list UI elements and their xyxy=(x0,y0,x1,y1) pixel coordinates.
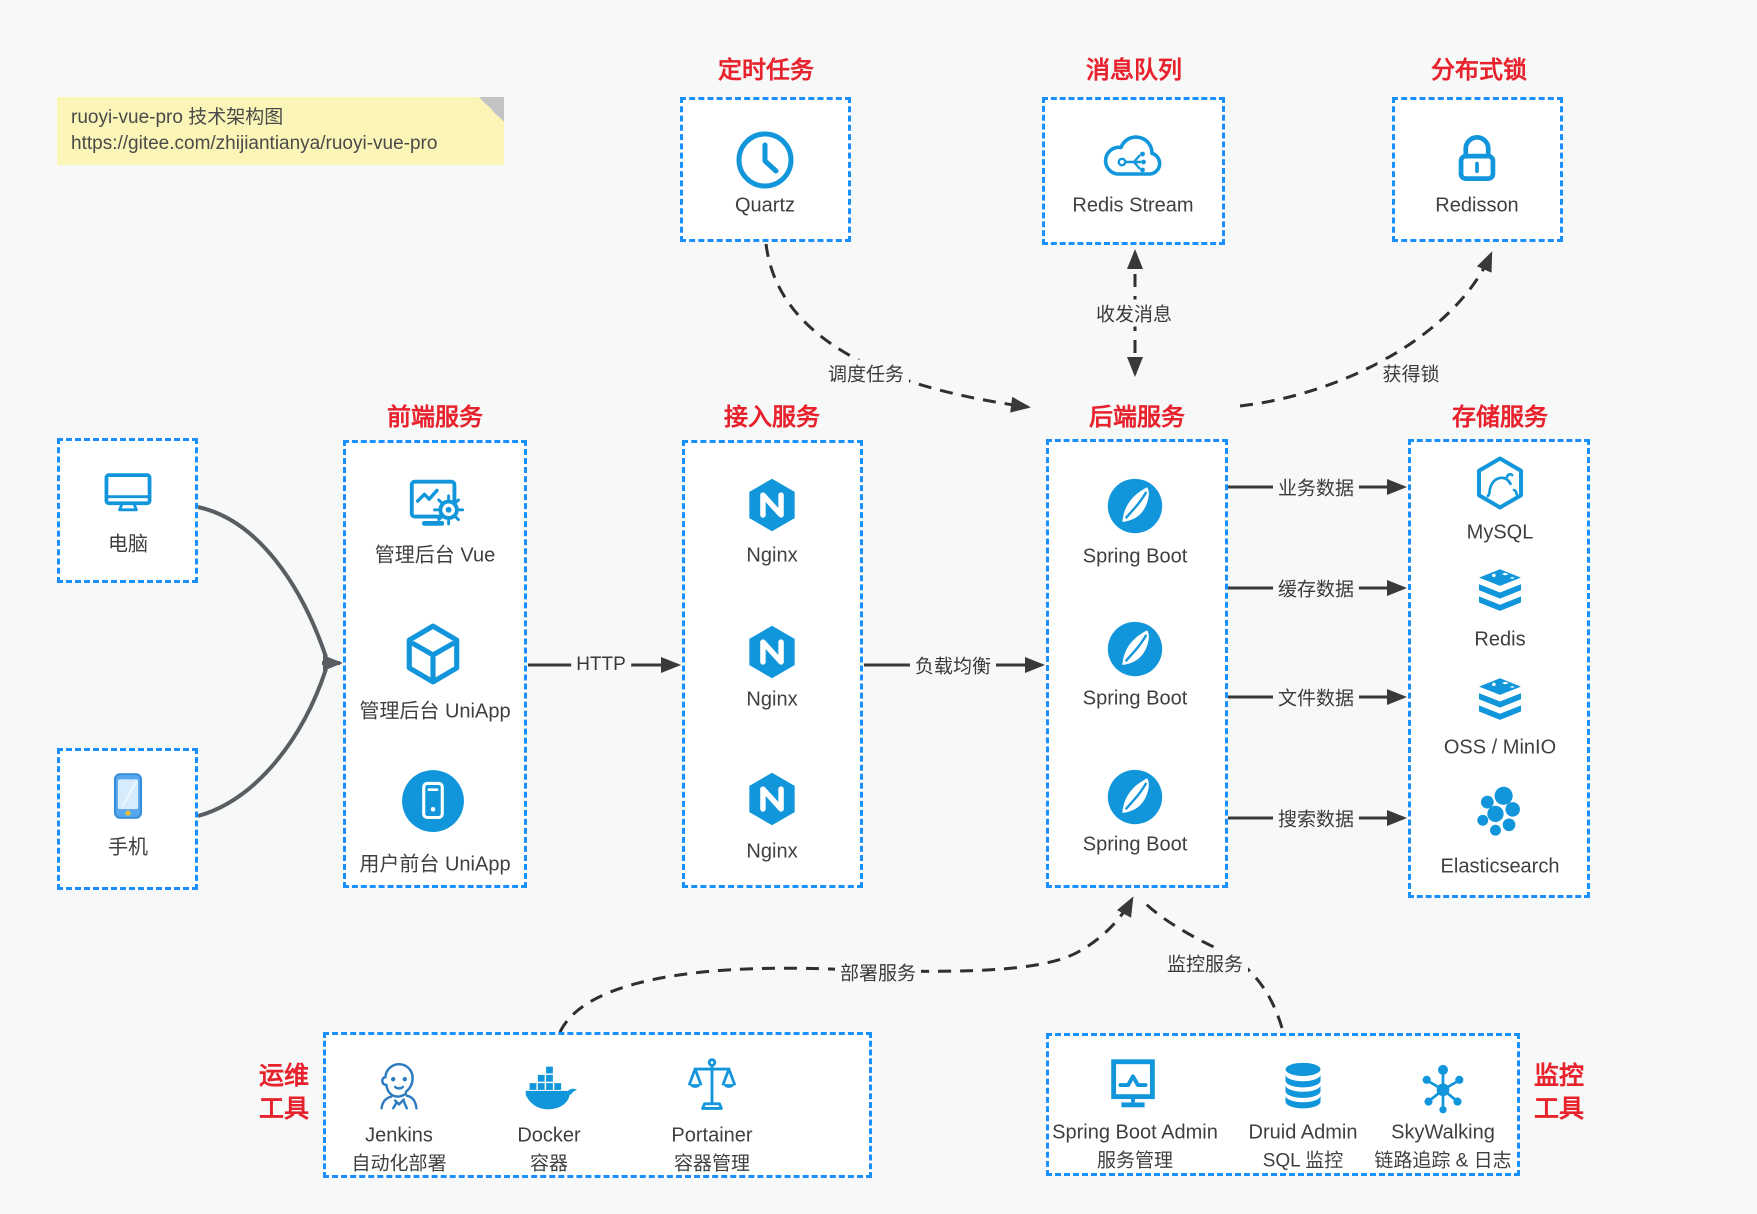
edge-label-load-balance: 负载均衡 xyxy=(909,651,997,679)
storage-item-label: Redis xyxy=(1474,628,1526,651)
edge-label-get-lock: 获得锁 xyxy=(1377,359,1445,387)
admin-vue-icon xyxy=(405,473,467,535)
storage-item-label: Elasticsearch xyxy=(1440,855,1560,878)
note-url: https://gitee.com/zhijiantianya/ruoyi-vu… xyxy=(71,133,438,154)
ops-item-name: Jenkins xyxy=(365,1124,433,1147)
storage-item-label: OSS / MinIO xyxy=(1443,736,1557,759)
gateway-item-label: Nginx xyxy=(746,840,798,863)
ops-item-name: Docker xyxy=(517,1124,581,1147)
jenkins-icon xyxy=(368,1054,430,1116)
smartphone-icon xyxy=(100,768,156,824)
elasticsearch-icon xyxy=(1471,784,1529,842)
note-fold-corner xyxy=(479,97,504,122)
ops-item-desc: 自动化部署 xyxy=(351,1153,447,1175)
ops-box xyxy=(323,1032,872,1178)
user-app-icon xyxy=(400,768,466,834)
edge-mobile-curve xyxy=(197,668,328,818)
quartz-box xyxy=(680,97,851,242)
redis-stream-label: Redis Stream xyxy=(1072,194,1194,217)
frontend-item-label: 管理后台 UniApp xyxy=(359,700,511,723)
redis-stream-box xyxy=(1042,97,1225,245)
monitor-item-name: SkyWalking xyxy=(1391,1121,1495,1144)
group-title-frontend: 前端服务 xyxy=(387,404,483,431)
uniapp-cube-icon xyxy=(400,621,466,687)
druid-database-icon xyxy=(1275,1058,1331,1114)
spring-boot-icon xyxy=(1105,619,1165,679)
monitor-item-desc: 服务管理 xyxy=(1096,1150,1174,1172)
quartz-label: Quartz xyxy=(734,194,796,217)
group-title-storage: 存储服务 xyxy=(1452,404,1548,431)
frontend-item-label: 用户前台 UniApp xyxy=(359,853,511,876)
edge-getlock-line xyxy=(1239,251,1493,408)
backend-item-label: Spring Boot xyxy=(1082,833,1188,856)
group-title-monitor: 监控 工具 xyxy=(1533,1062,1585,1123)
spring-boot-icon xyxy=(1105,476,1165,536)
backend-item-label: Spring Boot xyxy=(1082,545,1188,568)
nginx-icon xyxy=(743,621,801,683)
lock-icon xyxy=(1447,127,1507,189)
mysql-icon xyxy=(1472,455,1528,511)
skywalking-icon xyxy=(1414,1059,1472,1117)
storage-item-label: MySQL xyxy=(1466,521,1534,544)
mobile-box xyxy=(57,748,198,890)
note-text: ruoyi-vue-pro 技术架构图 https://gitee.com/zh… xyxy=(71,105,437,157)
edge-pc-curve xyxy=(197,505,328,658)
monitor-item-desc: SQL 监控 xyxy=(1262,1150,1344,1172)
edge-label-deploy: 部署服务 xyxy=(834,958,922,986)
mobile-label: 手机 xyxy=(108,836,148,859)
nginx-icon xyxy=(743,474,801,536)
edge-label-search-data: 搜索数据 xyxy=(1272,804,1360,832)
storage-box xyxy=(1408,439,1590,898)
oss-minio-icon xyxy=(1472,673,1528,729)
group-title-scheduled: 定时任务 xyxy=(718,57,814,84)
ops-item-name: Portainer xyxy=(671,1124,753,1147)
sticky-note: ruoyi-vue-pro 技术架构图 https://gitee.com/zh… xyxy=(57,97,504,165)
ops-item-desc: 容器管理 xyxy=(673,1153,751,1175)
edge-label-cache-data: 缓存数据 xyxy=(1272,574,1360,602)
ops-item-desc: 容器 xyxy=(529,1153,569,1175)
group-title-backend: 后端服务 xyxy=(1089,404,1185,431)
edge-deploy-line xyxy=(558,896,1134,1033)
backend-item-label: Spring Boot xyxy=(1082,687,1188,710)
nginx-icon xyxy=(743,768,801,830)
edge-label-monitor: 监控服务 xyxy=(1161,949,1249,977)
edge-schedule-line xyxy=(764,243,1031,413)
docker-icon xyxy=(518,1056,580,1118)
group-title-mq: 消息队列 xyxy=(1086,57,1182,84)
redis-icon xyxy=(1472,564,1528,620)
portainer-icon xyxy=(682,1055,742,1115)
edge-label-file-data: 文件数据 xyxy=(1272,683,1360,711)
clock-icon xyxy=(733,128,797,192)
group-title-ops: 运维 工具 xyxy=(258,1062,310,1123)
monitor-item-name: Druid Admin xyxy=(1248,1121,1358,1144)
gateway-item-label: Nginx xyxy=(746,544,798,567)
edge-label-biz-data: 业务数据 xyxy=(1272,473,1360,501)
redisson-label: Redisson xyxy=(1435,194,1519,217)
edge-label-schedule: 调度任务 xyxy=(822,359,910,387)
cloud-queue-icon xyxy=(1097,128,1169,188)
frontend-item-label: 管理后台 Vue xyxy=(374,544,496,567)
group-title-gateway: 接入服务 xyxy=(724,404,820,431)
group-title-lock: 分布式锁 xyxy=(1431,57,1527,84)
gateway-item-label: Nginx xyxy=(746,688,798,711)
desktop-computer-icon xyxy=(98,462,158,522)
spring-boot-admin-icon xyxy=(1102,1054,1164,1116)
note-title: ruoyi-vue-pro 技术架构图 xyxy=(71,107,284,128)
monitor-item-desc: 链路追踪 & 日志 xyxy=(1374,1150,1512,1172)
edge-label-messages: 收发消息 xyxy=(1090,299,1178,327)
edge-label-http: HTTP xyxy=(571,654,631,676)
monitor-item-name: Spring Boot Admin xyxy=(1052,1121,1218,1144)
spring-boot-icon xyxy=(1105,767,1165,827)
pc-label: 电脑 xyxy=(108,533,148,556)
edge-monitor-line xyxy=(1143,901,1284,1029)
